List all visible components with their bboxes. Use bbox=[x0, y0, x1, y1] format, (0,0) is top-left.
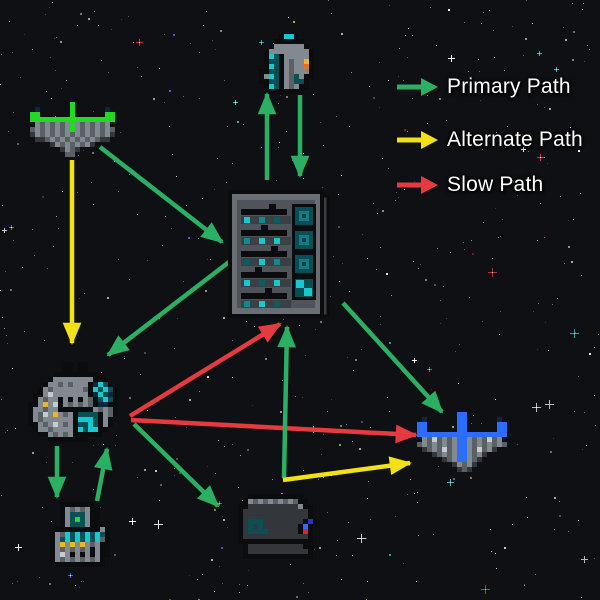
edge-mining-base-to-relay-server bbox=[128, 322, 282, 418]
edge-mining-base-to-wing-ship bbox=[130, 417, 418, 444]
edge-mining-base-to-cargo-crate bbox=[132, 422, 220, 508]
wing-ship-sprite bbox=[412, 412, 512, 472]
edge-outpost-to-mining-base bbox=[93, 447, 113, 502]
outpost-sprite bbox=[40, 502, 120, 567]
edge-cargo-crate-to-wing-ship bbox=[282, 456, 412, 483]
orbital-station-sprite bbox=[254, 34, 324, 94]
cargo-crate-sprite bbox=[233, 494, 323, 559]
edge-saucer-carrier-to-relay-server bbox=[98, 145, 224, 244]
edge-relay-server-to-wing-ship bbox=[341, 301, 444, 414]
relay-server-sprite bbox=[228, 190, 332, 322]
edge-relay-server-to-mining-base bbox=[106, 260, 231, 357]
edge-cargo-crate-to-relay-server bbox=[277, 325, 296, 479]
saucer-carrier-sprite bbox=[25, 102, 120, 157]
mining-base-sprite bbox=[28, 362, 128, 442]
